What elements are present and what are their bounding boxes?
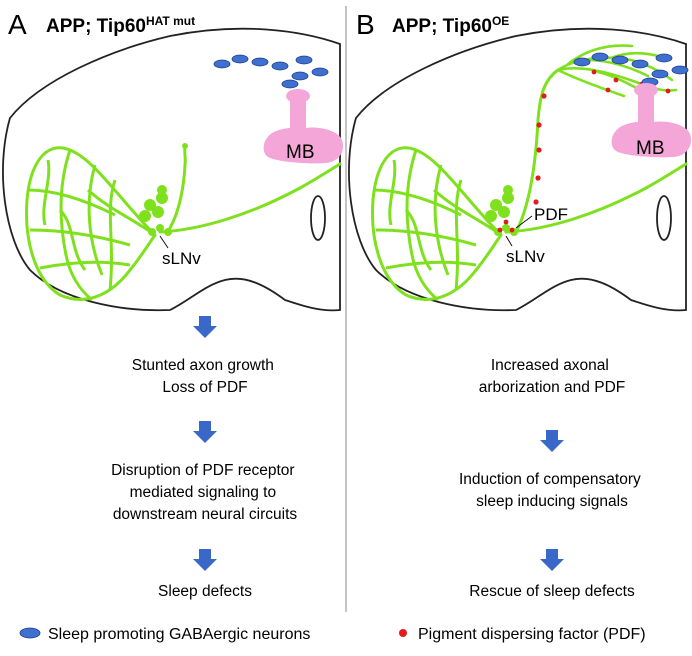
panel-b-step-3: Rescue of sleep defects [469,583,635,600]
panel-a-title: APP; Tip60HAT mut [46,14,195,37]
panel-a-arrow-2 [193,421,217,443]
panel-b-step-1-line-2: arborization and PDF [479,379,625,396]
legend: Sleep promoting GABAergic neurons Pigmen… [19,626,646,643]
panel-a-mb-label: MB [286,142,315,163]
panel-a-step-2-line-2: mediated signaling to [130,484,277,501]
panel-b-title-main: APP; Tip60 [392,16,492,37]
panel-a-title-sup: HAT mut [146,14,195,28]
panel-b-slnv-label: sLNv [506,247,545,266]
panel-b-title-sup: OE [492,14,509,28]
legend-gaba-label: Sleep promoting GABAergic neurons [48,626,310,643]
panel-a: A APP; Tip60HAT mut MB sLNv Stunted axon… [2,9,344,600]
panel-b-slnv-pointer [505,235,513,247]
panel-b-step-2-line-1: Induction of compensatory [459,471,641,488]
panel-a-step-2: Disruption of PDF receptor mediated sign… [111,462,299,523]
panel-a-step-1: Stunted axon growth Loss of PDF [132,357,279,396]
legend-pdf-label: Pigment dispersing factor (PDF) [418,626,646,643]
panel-a-step-2-line-3: downstream neural circuits [113,506,298,523]
panel-b-step-2-line-2: sleep inducing signals [476,493,628,510]
panel-a-axon-tip [182,143,188,149]
panel-b-step-1: Increased axonal arborization and PDF [479,357,625,396]
panel-b-pdf-pointer [515,215,533,229]
panel-a-step-2-line-1: Disruption of PDF receptor [111,462,295,479]
panel-b-arrow-3 [540,549,564,571]
panel-a-slnv-pointer [159,235,169,249]
panel-a-slnv-label: sLNv [162,249,201,268]
panel-b-letter: B [356,9,375,40]
panel-a-brain: MB sLNv [2,27,344,312]
panel-a-step-3: Sleep defects [158,583,252,600]
panel-a-title-main: APP; Tip60 [46,16,146,37]
panel-b-lnv-arbor [371,146,688,302]
panel-b-pdf-label: PDF [534,205,568,224]
legend-gaba-swatch [19,627,41,639]
panel-a-gaba-neurons [213,54,329,89]
panel-b-step-1-line-1: Increased axonal [491,357,609,374]
panel-b: B APP; Tip60OE [348,9,692,600]
panel-b-mb-label: MB [636,138,665,159]
panel-b-brain: MB PDF sLNv [348,27,692,312]
legend-pdf-swatch [399,629,407,637]
panel-b-title: APP; Tip60OE [392,14,509,37]
panel-a-letter: A [8,9,27,40]
panel-a-step-1-line-2: Loss of PDF [162,379,247,396]
panel-a-arrow-1 [193,316,217,338]
panel-b-step-2: Induction of compensatory sleep inducing… [459,471,645,510]
panel-a-brain-outline [2,27,341,312]
panel-a-arrow-3 [193,549,217,571]
panel-b-arrow-2 [540,430,564,452]
panel-a-stunted-axon [168,144,187,230]
panel-a-step-1-line-1: Stunted axon growth [132,357,274,374]
